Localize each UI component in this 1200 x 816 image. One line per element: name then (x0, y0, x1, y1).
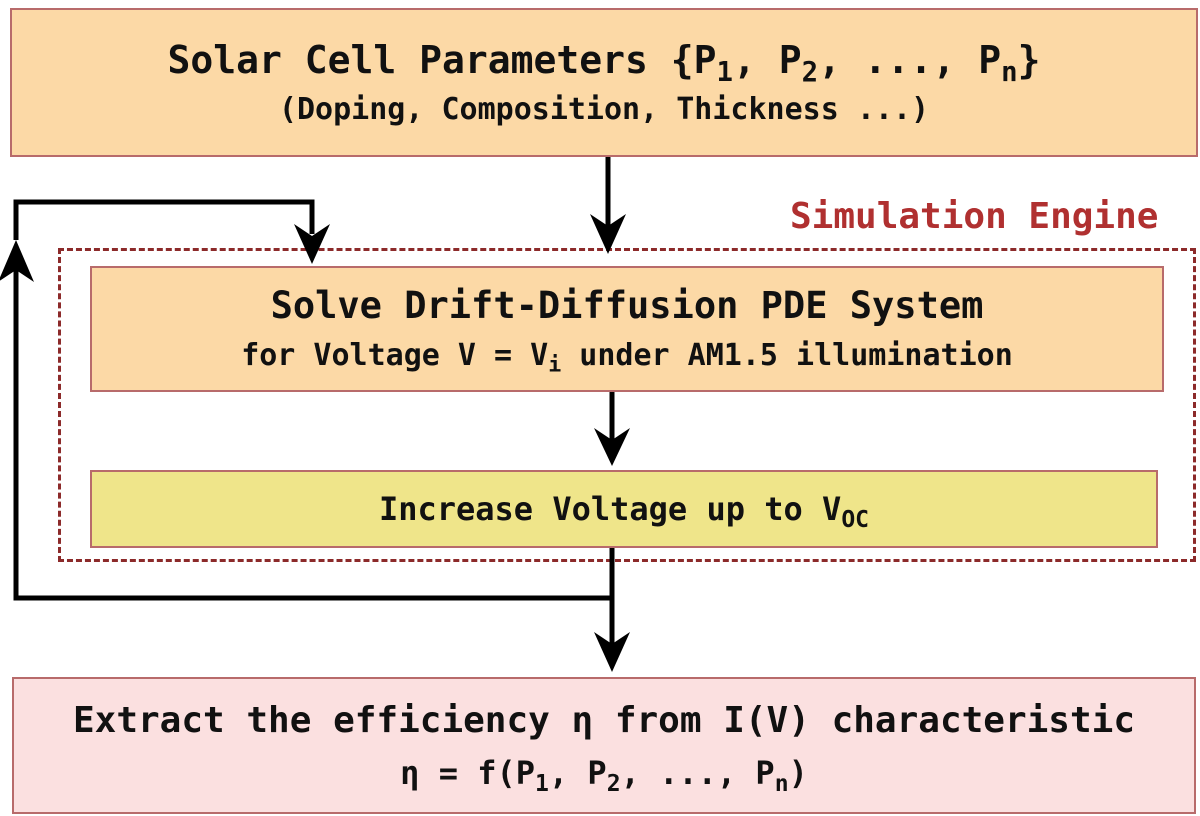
solve-pde-box: Solve Drift-Diffusion PDE System for Vol… (90, 266, 1164, 392)
extract-title: Extract the efficiency η from I(V) chara… (72, 700, 1136, 741)
solve-subtitle: for Voltage V = Vi under AM1.5 illuminat… (241, 338, 1013, 378)
parameters-subtitle: (Doping, Composition, Thickness ...) (278, 91, 930, 127)
parameters-title: Solar Cell Parameters {P1, P2, ..., Pn} (167, 38, 1041, 89)
efficiency-formula: η = f(P1, P2, ..., Pn) (400, 754, 808, 797)
simulation-engine-label: Simulation Engine (790, 196, 1159, 237)
increase-voltage-box: Increase Voltage up to VOC (90, 470, 1158, 548)
solve-title: Solve Drift-Diffusion PDE System (270, 284, 984, 328)
arrow-solve-to-increase (594, 392, 630, 466)
increase-voltage-text: Increase Voltage up to VOC (378, 490, 870, 533)
extract-efficiency-box: Extract the efficiency η from I(V) chara… (12, 677, 1196, 814)
arrow-increase-to-extract (594, 548, 630, 672)
simulation-engine-frame (58, 248, 1196, 562)
parameters-box: Solar Cell Parameters {P1, P2, ..., Pn} … (10, 8, 1198, 157)
feedback-loop-arrow (0, 199, 612, 601)
arrow-params-to-solve (590, 157, 626, 254)
